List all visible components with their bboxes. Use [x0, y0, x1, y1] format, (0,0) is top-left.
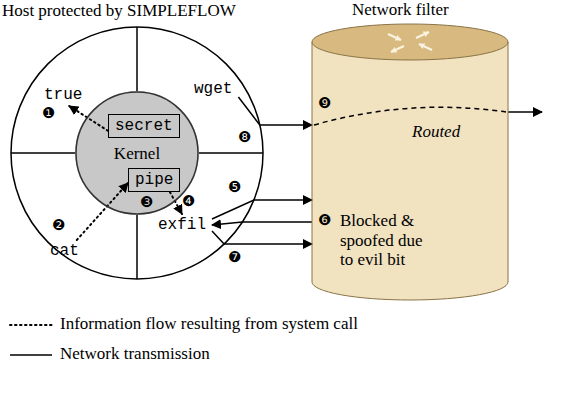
quadrant-dividers [11, 27, 263, 279]
callout-number: ❷ [52, 218, 65, 233]
network-transmission-arrow [212, 222, 312, 225]
legend-solid-sample [10, 354, 52, 356]
legend-dotted-sample [10, 324, 52, 326]
process-quadrant: exfil [152, 214, 212, 236]
callout-number: ❼ [228, 250, 241, 265]
callout-number: ❸ [140, 195, 153, 210]
routed-path [314, 107, 506, 125]
blocked-note: Blocked & spoofed due to evil bit [340, 211, 432, 270]
network-filter-cylinder: Network filterRoutedBlocked & spoofed du… [312, 24, 508, 300]
host-circle: Host protected by SIMPLEFLOWtruewgetKern… [10, 26, 264, 280]
callout-number: ❹ [182, 194, 195, 209]
process-name: exfil [158, 216, 206, 234]
callout-number: ❺ [228, 180, 241, 195]
kernel-object-box: secret [108, 114, 180, 138]
callout-number: ❾ [318, 96, 331, 111]
filter-title: Network filter [352, 0, 449, 20]
object-name: secret [115, 117, 173, 135]
kernel-circle: Kernel secret pipe [75, 91, 199, 215]
kernel-label: Kernel [75, 144, 199, 164]
host-title: Host protected by SIMPLEFLOW [2, 1, 236, 21]
routed-label: Routed [412, 122, 460, 142]
kernel-object-box: pipe [128, 168, 180, 192]
process-name: cat [50, 242, 79, 260]
callout-number: ❻ [318, 213, 331, 228]
process-quadrant: true [38, 84, 88, 106]
object-name: pipe [135, 171, 173, 189]
network-transmission-arrow [238, 97, 312, 125]
legend-text: Information flow resulting from system c… [60, 314, 358, 334]
routed-exit-arrow [508, 111, 542, 113]
information-flow-arrow [69, 106, 108, 131]
process-name: wget [194, 80, 232, 98]
process-quadrant: wget [188, 78, 238, 100]
legend-text: Network transmission [60, 344, 210, 364]
process-name: true [44, 86, 82, 104]
router-icon [388, 32, 432, 52]
network-transmission-arrow [212, 200, 312, 219]
kernel-fill [75, 91, 199, 215]
cylinder-body [312, 42, 508, 300]
cylinder-top [312, 24, 508, 60]
process-quadrant: cat [44, 240, 85, 262]
callout-number: ❽ [238, 130, 251, 145]
callout-number: ❶ [42, 106, 55, 121]
